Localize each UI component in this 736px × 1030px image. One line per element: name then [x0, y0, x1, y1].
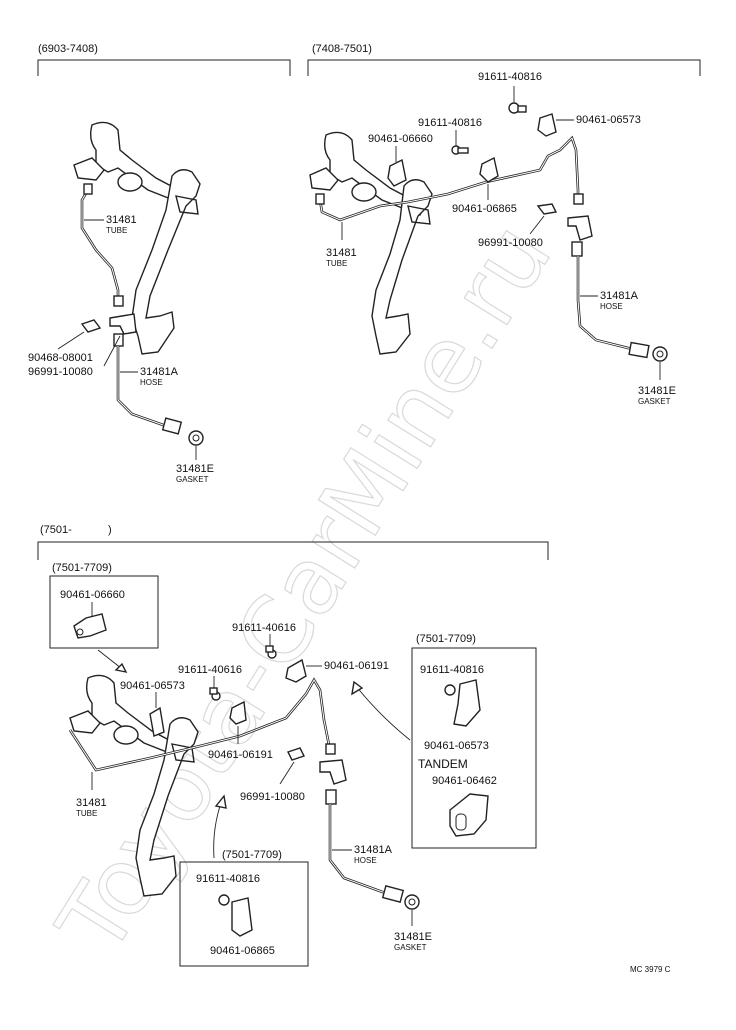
clamp-90461-06865-sec2	[479, 156, 499, 183]
label-gasket-word-1: GASKET	[176, 475, 209, 484]
brake-pedal-3	[135, 717, 199, 897]
box1-clamp	[73, 613, 107, 639]
label-tube-num-3: 31481	[76, 797, 107, 809]
label-bracket-1: 96991-10080	[28, 366, 93, 378]
bracket-96991-10080-sec3	[287, 747, 305, 761]
label-clamp-b-3: 90461-06573	[120, 680, 185, 692]
bolt-91611-40816-a-sec2	[508, 102, 527, 114]
tube-31481-sec3	[68, 677, 336, 772]
section-3: (7501- ) (7501-7709) 90461-06660	[37, 524, 549, 967]
box3-header: (7501-7709)	[222, 849, 282, 861]
label-hose-word-2: HOSE	[600, 302, 623, 311]
label-clamp-a-2: 90461-06573	[576, 114, 641, 126]
bolt-91611-40816-b-sec2	[451, 145, 469, 155]
clamp-90461-06660-sec2	[387, 158, 407, 187]
box2-bolt-icon	[444, 684, 456, 696]
label-hose-word-1: HOSE	[140, 378, 163, 387]
box3-bolt-icon	[218, 894, 230, 906]
master-cylinder-2	[309, 131, 425, 216]
gasket-sec2	[652, 346, 668, 362]
detail-box-1: (7501-7709) 90461-06660	[49, 562, 159, 649]
clamp-90461-06191-b-sec3	[229, 700, 247, 725]
gasket-sec3	[404, 894, 420, 910]
label-bolt-a-2: 91611-40816	[478, 71, 542, 83]
label-gasket-num-2: 31481E	[638, 385, 676, 397]
box3-clamp-shape	[231, 897, 253, 937]
section-2-bracket	[307, 59, 701, 76]
section-1-header: (6903-7408)	[38, 43, 98, 55]
section-1-bracket	[37, 59, 291, 76]
clamp-90461-06573-sec3	[149, 706, 165, 737]
hose-31481a-sec2	[571, 241, 650, 359]
box2-tandem-part: 90461-06462	[432, 775, 497, 787]
label-bracket-3: 96991-10080	[240, 791, 305, 803]
label-hose-word-3: HOSE	[354, 856, 377, 865]
detail-box-3: (7501-7709) 91611-40816 90461-06865	[179, 849, 309, 967]
section-3-header: (7501-	[40, 524, 72, 536]
section-1: (6903-7408)	[28, 43, 291, 484]
label-hose-num-1: 31481A	[140, 366, 179, 378]
label-clamp-c-2: 90461-06865	[452, 203, 517, 215]
bracket-96991-10080-sec2	[536, 203, 558, 215]
section-3-header-close: )	[108, 524, 112, 536]
bolt-91611-40616-a-sec3	[265, 645, 277, 659]
box2-clamp: 90461-06573	[424, 740, 489, 752]
tube-31481-sec1	[80, 183, 124, 307]
bracket-sec1	[109, 313, 137, 335]
label-gasket-num-1: 31481E	[176, 463, 214, 475]
box3-bolt: 91611-40816	[196, 873, 260, 885]
hose-bracket-sec3	[319, 759, 347, 785]
clip-sec1	[80, 319, 102, 333]
label-bolt-b-2: 91611-40816	[418, 117, 482, 129]
section-2: (7408-7501)	[307, 43, 701, 406]
box2-tandem: TANDEM	[418, 757, 468, 771]
tube-31481-sec2	[315, 135, 584, 222]
box2-header: (7501-7709)	[416, 633, 476, 645]
box3-clamp: 90461-06865	[210, 945, 275, 957]
hose-bracket-sec2	[567, 215, 593, 241]
label-tube-word-3: TUBE	[76, 809, 97, 818]
brake-pedal-2	[371, 179, 433, 355]
label-tube-word-2: TUBE	[326, 259, 347, 268]
detail-box-2: (7501-7709) 91611-40816 90461-06573 TAND…	[411, 633, 537, 849]
gasket-sec1	[188, 430, 204, 446]
label-clamp-c-3: 90461-06191	[208, 749, 273, 761]
label-bolt-a-3: 91611-40616	[232, 622, 296, 634]
hose-31481a-sec1	[113, 333, 183, 435]
label-gasket-word-3: GASKET	[394, 943, 427, 952]
label-gasket-word-2: GASKET	[638, 397, 671, 406]
label-tube-word-1: TUBE	[106, 226, 127, 235]
label-tube-num-2: 31481	[326, 247, 357, 259]
section-2-header: (7408-7501)	[312, 43, 372, 55]
clamp-90461-06573-sec2	[537, 113, 557, 137]
box2-clamp-shape	[453, 679, 481, 727]
box2-bolt: 91611-40816	[420, 664, 484, 676]
label-clamp-a-3: 90461-06191	[324, 660, 389, 672]
hose-31481a-sec3	[325, 789, 405, 903]
label-clamp-b-2: 90461-06660	[368, 133, 433, 145]
section-3-bracket	[37, 541, 549, 560]
clamp-90461-06191-a-sec3	[285, 658, 307, 683]
label-bolt-b-3: 91611-40616	[178, 664, 242, 676]
label-hose-num-2: 31481A	[600, 290, 639, 302]
bolt-91611-40616-b-sec3	[209, 687, 221, 701]
master-cylinder-3	[69, 674, 187, 759]
label-tube-num-1: 31481	[106, 214, 137, 226]
diagram-code: MC 3979 C	[630, 965, 671, 974]
box2-tandem-clamp	[449, 793, 489, 837]
box1-part: 90461-06660	[60, 589, 125, 601]
box2-arrow	[355, 685, 411, 741]
label-hose-num-3: 31481A	[354, 844, 393, 856]
label-clip-1: 90468-08001	[28, 352, 93, 364]
label-bracket-2: 96991-10080	[478, 237, 543, 249]
box1-header: (7501-7709)	[52, 562, 112, 574]
label-gasket-num-3: 31481E	[394, 931, 432, 943]
